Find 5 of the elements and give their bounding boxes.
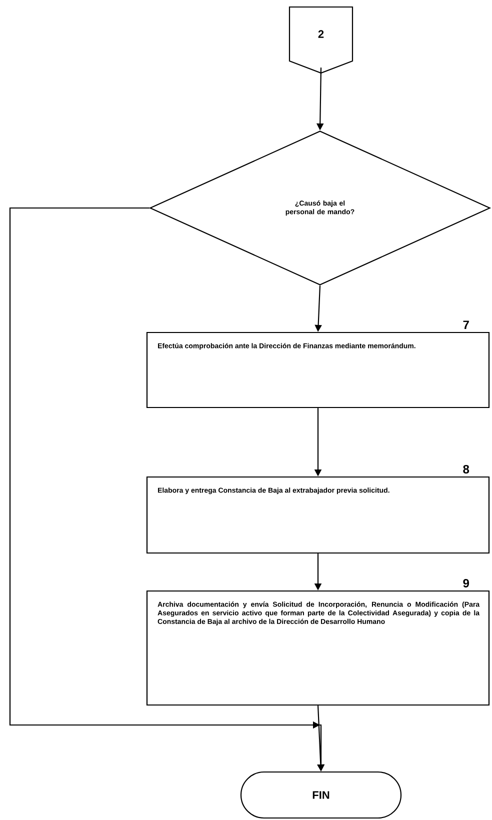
- terminator: FIN: [240, 771, 402, 819]
- off-page-connector: 2: [288, 6, 354, 74]
- step-number: 7: [463, 320, 469, 329]
- step-number: 8: [463, 464, 470, 474]
- step-number: 9: [463, 578, 469, 588]
